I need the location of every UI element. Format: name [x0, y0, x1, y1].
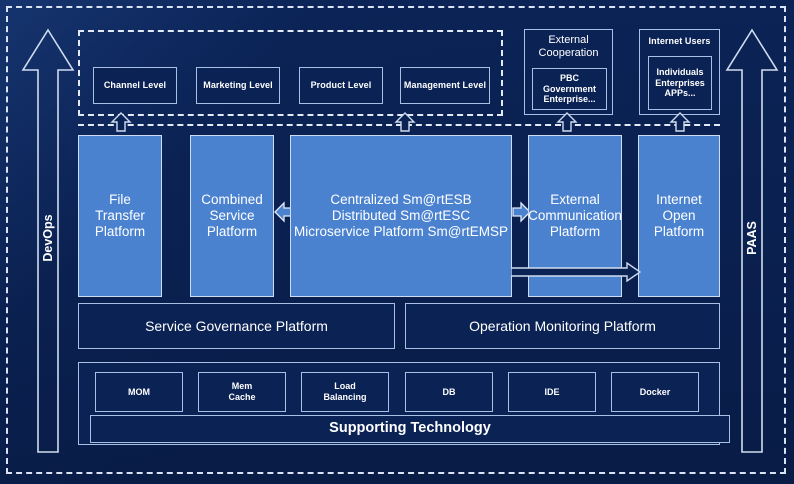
tech-box-docker[interactable]: Docker	[611, 372, 699, 412]
consumer-box-product-level[interactable]: Product Level	[299, 67, 383, 104]
core-service-bus-box[interactable]: Centralized Sm@rtESB Distributed Sm@rtES…	[290, 135, 512, 297]
up-arrow-to-channel-level	[110, 112, 132, 132]
operation-monitoring-platform-box[interactable]: Operation Monitoring Platform	[405, 303, 720, 349]
operation-monitoring-platform-label: Operation Monitoring Platform	[469, 317, 656, 334]
up-arrow-to-internet-users	[669, 112, 691, 132]
tech-box-db[interactable]: DB	[405, 372, 493, 412]
core-service-bus-line-1: Centralized Sm@rtESB	[330, 191, 472, 207]
service-governance-platform-label: Service Governance Platform	[145, 317, 328, 334]
internet-open-platform-box[interactable]: Internet Open Platform	[638, 135, 720, 297]
external-cooperation-inner-line-1: PBC Government	[542, 72, 596, 94]
tech-box-mom[interactable]: MOM	[95, 372, 183, 412]
consumer-box-marketing-level-label: Marketing Level	[203, 80, 273, 91]
tech-box-load-balancing-line-2: Balancing	[323, 392, 367, 402]
file-transfer-platform-line-3: Platform	[94, 224, 146, 240]
external-communication-platform-line-2: Communication	[528, 207, 622, 223]
core-service-bus-line-2: Distributed Sm@rtESC	[331, 207, 471, 223]
core-service-bus-line-3: Microservice Platform Sm@rtEMSP	[294, 224, 508, 240]
consumer-box-channel-level-label: Channel Level	[103, 80, 167, 91]
paas-arrow-shape	[725, 28, 779, 453]
consumer-box-product-level-label: Product Level	[310, 80, 372, 91]
tech-box-docker-line-1: Docker	[639, 386, 671, 397]
consumer-box-management-level-label: Management Level	[403, 80, 487, 91]
internet-open-platform-line-3: Platform	[653, 224, 705, 240]
internet-users-inner-line-1: Individuals	[656, 66, 704, 77]
tech-box-db-line-1: DB	[442, 386, 456, 397]
internet-users-box[interactable]: Internet Users Individuals Enterprises A…	[639, 29, 720, 115]
external-cooperation-inner-line-2: Enterprise...	[543, 94, 596, 105]
tech-box-mem-cache[interactable]: Mem Cache	[198, 372, 286, 412]
tech-box-mem-cache-line-1: Mem	[231, 381, 253, 392]
paas-arrow-label: PAAS	[745, 221, 759, 255]
tech-box-load-balancing-line-1: Load	[334, 381, 356, 392]
external-communication-platform-line-3: Platform	[549, 224, 601, 240]
internet-open-platform-line-2: Open	[662, 207, 696, 223]
file-transfer-platform-line-1: File	[109, 191, 131, 207]
combined-service-platform-line-2: Service	[209, 207, 255, 223]
internet-open-platform-line-1: Internet	[656, 191, 702, 207]
internet-users-title: Internet Users	[648, 36, 711, 46]
connector-core-to-internet-open-platform	[511, 262, 641, 282]
external-cooperation-title-line-2: Cooperation	[538, 47, 599, 60]
consumer-box-channel-level[interactable]: Channel Level	[93, 67, 177, 104]
consumer-zone-frame	[78, 30, 503, 116]
internet-users-inner-line-2: Enterprises	[655, 77, 705, 88]
up-arrow-to-external-cooperation	[556, 112, 578, 132]
consumer-box-marketing-level[interactable]: Marketing Level	[196, 67, 280, 104]
up-arrow-to-management-level	[394, 112, 416, 132]
external-cooperation-inner-box[interactable]: PBC Government Enterprise...	[532, 68, 607, 110]
combined-service-platform-line-3: Platform	[206, 224, 258, 240]
supporting-technology-banner[interactable]: Supporting Technology	[90, 415, 730, 443]
devops-arrow-shape	[21, 28, 75, 453]
service-governance-platform-box[interactable]: Service Governance Platform	[78, 303, 395, 349]
external-cooperation-title-line-1: External	[548, 34, 589, 46]
file-transfer-platform-line-2: Transfer	[95, 207, 145, 223]
combined-service-platform-line-1: Combined	[201, 191, 263, 207]
zone-separator-dashed-line	[78, 124, 720, 126]
consumer-box-management-level[interactable]: Management Level	[400, 67, 490, 104]
combined-service-platform-box[interactable]: Combined Service Platform	[190, 135, 274, 297]
arrow-core-to-external-communication	[512, 200, 532, 224]
tech-box-mom-line-1: MOM	[128, 386, 150, 397]
external-cooperation-title: External Cooperation	[539, 34, 599, 60]
tech-box-load-balancing[interactable]: Load Balancing	[301, 372, 389, 412]
external-cooperation-box[interactable]: External Cooperation PBC Government Ente…	[524, 29, 613, 115]
devops-arrow: DevOps	[20, 26, 76, 456]
tech-box-ide-line-1: IDE	[544, 386, 560, 397]
file-transfer-platform-box[interactable]: File Transfer Platform	[78, 135, 162, 297]
internet-users-inner-box[interactable]: Individuals Enterprises APPs...	[648, 56, 712, 110]
internet-users-inner-line-3: APPs...	[664, 88, 696, 99]
outer-dashed-frame	[6, 6, 786, 474]
devops-arrow-label: DevOps	[41, 214, 55, 262]
paas-arrow: PAAS	[724, 26, 780, 456]
supporting-technology-banner-label: Supporting Technology	[329, 420, 491, 437]
external-communication-platform-line-1: External	[550, 191, 600, 207]
tech-box-ide[interactable]: IDE	[508, 372, 596, 412]
tech-box-mem-cache-line-2: Cache	[228, 392, 256, 402]
